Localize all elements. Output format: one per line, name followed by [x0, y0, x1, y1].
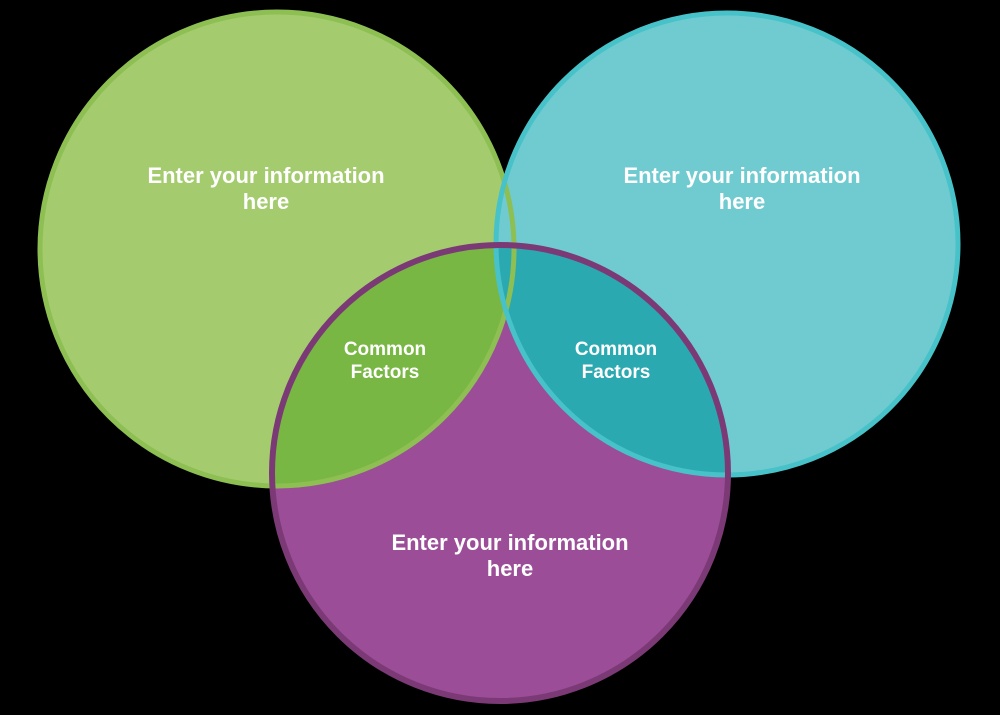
cyan-purple-overlap-shape[interactable] — [496, 13, 958, 475]
green-circle-label[interactable]: Enter your information here — [147, 163, 385, 214]
cyan-circle-label[interactable]: Enter your information here — [623, 163, 861, 214]
purple-circle-label[interactable]: Enter your information here — [391, 530, 629, 581]
purple-circle-outline — [269, 242, 731, 704]
left-overlap-label[interactable]: Common Factors — [343, 339, 427, 383]
green-circle-outline — [37, 9, 517, 489]
right-overlap-label[interactable]: Common Factors — [574, 339, 658, 383]
